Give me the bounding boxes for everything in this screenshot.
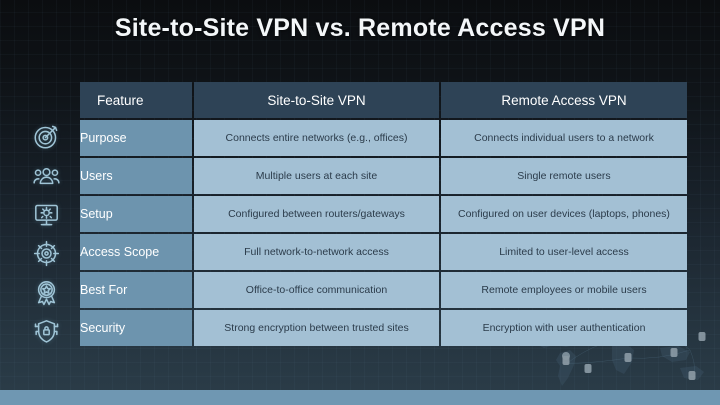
feature-label: Access Scope: [80, 234, 192, 270]
comparison-table: Feature Site-to-Site VPN Remote Access V…: [78, 80, 689, 348]
remote-access-value: Limited to user-level access: [441, 234, 687, 270]
remote-access-value: Remote employees or mobile users: [441, 272, 687, 308]
feature-label: Security: [80, 310, 192, 346]
table-row: Security Strong encryption between trust…: [80, 310, 687, 346]
site-to-site-value: Configured between routers/gateways: [194, 196, 439, 232]
shield-lock-icon: [26, 312, 66, 351]
remote-access-value: Single remote users: [441, 158, 687, 194]
table-header-row: Feature Site-to-Site VPN Remote Access V…: [80, 82, 687, 118]
site-to-site-value: Office-to-office communication: [194, 272, 439, 308]
target-icon: [26, 117, 66, 156]
site-to-site-value: Full network-to-network access: [194, 234, 439, 270]
remote-access-value: Connects individual users to a network: [441, 120, 687, 156]
page-title: Site-to-Site VPN vs. Remote Access VPN: [114, 14, 606, 42]
award-ribbon-icon: [26, 273, 66, 312]
site-to-site-value: Strong encryption between trusted sites: [194, 310, 439, 346]
column-header-remote-access: Remote Access VPN: [441, 82, 687, 118]
feature-label: Setup: [80, 196, 192, 232]
crosshair-icon: [26, 234, 66, 273]
remote-access-value: Encryption with user authentication: [441, 310, 687, 346]
feature-label: Users: [80, 158, 192, 194]
monitor-gear-icon: [26, 195, 66, 234]
column-header-site-to-site: Site-to-Site VPN: [194, 82, 439, 118]
bottom-accent-bar: [0, 390, 720, 405]
remote-access-value: Configured on user devices (laptops, pho…: [441, 196, 687, 232]
site-to-site-value: Connects entire networks (e.g., offices): [194, 120, 439, 156]
icon-rail: [26, 117, 66, 351]
table-row: Access Scope Full network-to-network acc…: [80, 234, 687, 270]
feature-label: Purpose: [80, 120, 192, 156]
table-row: Purpose Connects entire networks (e.g., …: [80, 120, 687, 156]
table-row: Best For Office-to-office communication …: [80, 272, 687, 308]
table-row: Setup Configured between routers/gateway…: [80, 196, 687, 232]
site-to-site-value: Multiple users at each site: [194, 158, 439, 194]
table-row: Users Multiple users at each site Single…: [80, 158, 687, 194]
column-header-feature: Feature: [80, 82, 192, 118]
feature-label: Best For: [80, 272, 192, 308]
users-group-icon: [26, 156, 66, 195]
